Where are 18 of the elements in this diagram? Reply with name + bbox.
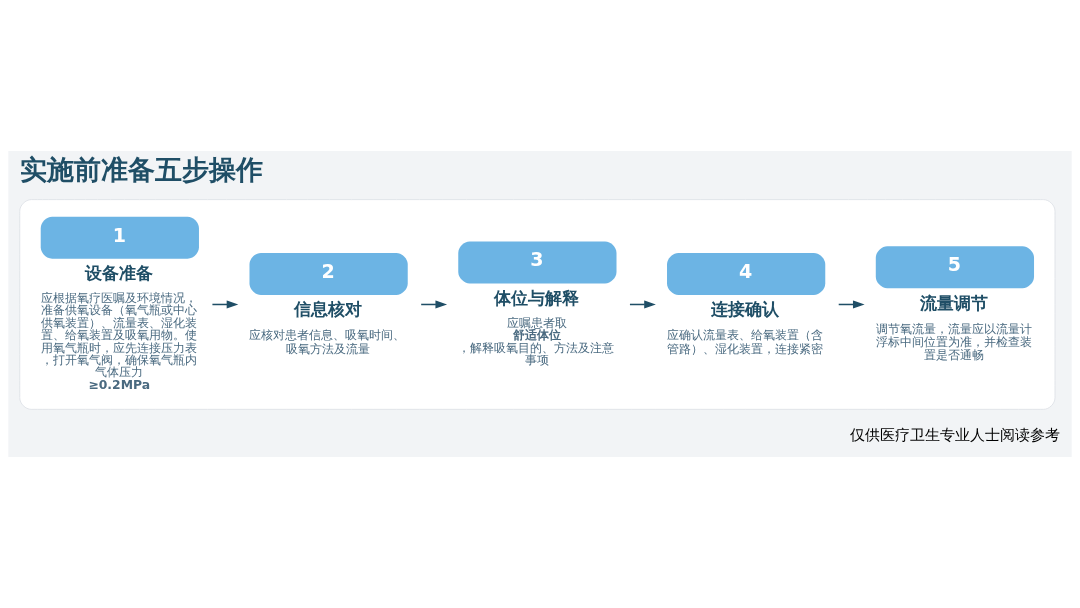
node-box: 5 (875, 246, 1035, 289)
node-label: 连接确认 (711, 299, 780, 320)
node-label: 应核对患者信息、吸氧时间、吸氧方法及流量 (249, 327, 406, 356)
node-label: 流量调节 (920, 292, 989, 313)
label: 仅供医疗卫生专业人士阅读参考 (849, 425, 1060, 444)
cluster (19, 199, 1056, 410)
node-label: 调节氧流量，流量应以流量计浮标中间位置为准，并检查装置是否通畅 (875, 320, 1032, 363)
node-label: 体位与解释 (494, 287, 579, 308)
node-box: 4 (667, 253, 826, 295)
node-box: 2 (249, 253, 408, 295)
node-box: 3 (458, 241, 617, 284)
node-label: 信息核对 (293, 299, 362, 320)
node-label: 应确认流量表、给氧装置（含管路）、湿化装置，连接紧密 (667, 327, 824, 356)
diagram-title: 实施前准备五步操作 (19, 154, 263, 186)
node-label: 应嘱患者取舒适体位，解释吸氧目的、方法及注意事项 (458, 314, 615, 367)
node-box: 1 (40, 216, 199, 259)
node-label: 应根据氧疗医嘱及环境情况，准备供氧设备（氧气瓶或中心供氧装置）、流量表、湿化装置、给氧装置及吸氧用物。使用氧气瓶时，应先连接压力表，打开氧气阀，确保氧气瓶内气体压力≥0.2MPa (40, 290, 197, 392)
node-label: 设备准备 (85, 263, 154, 284)
